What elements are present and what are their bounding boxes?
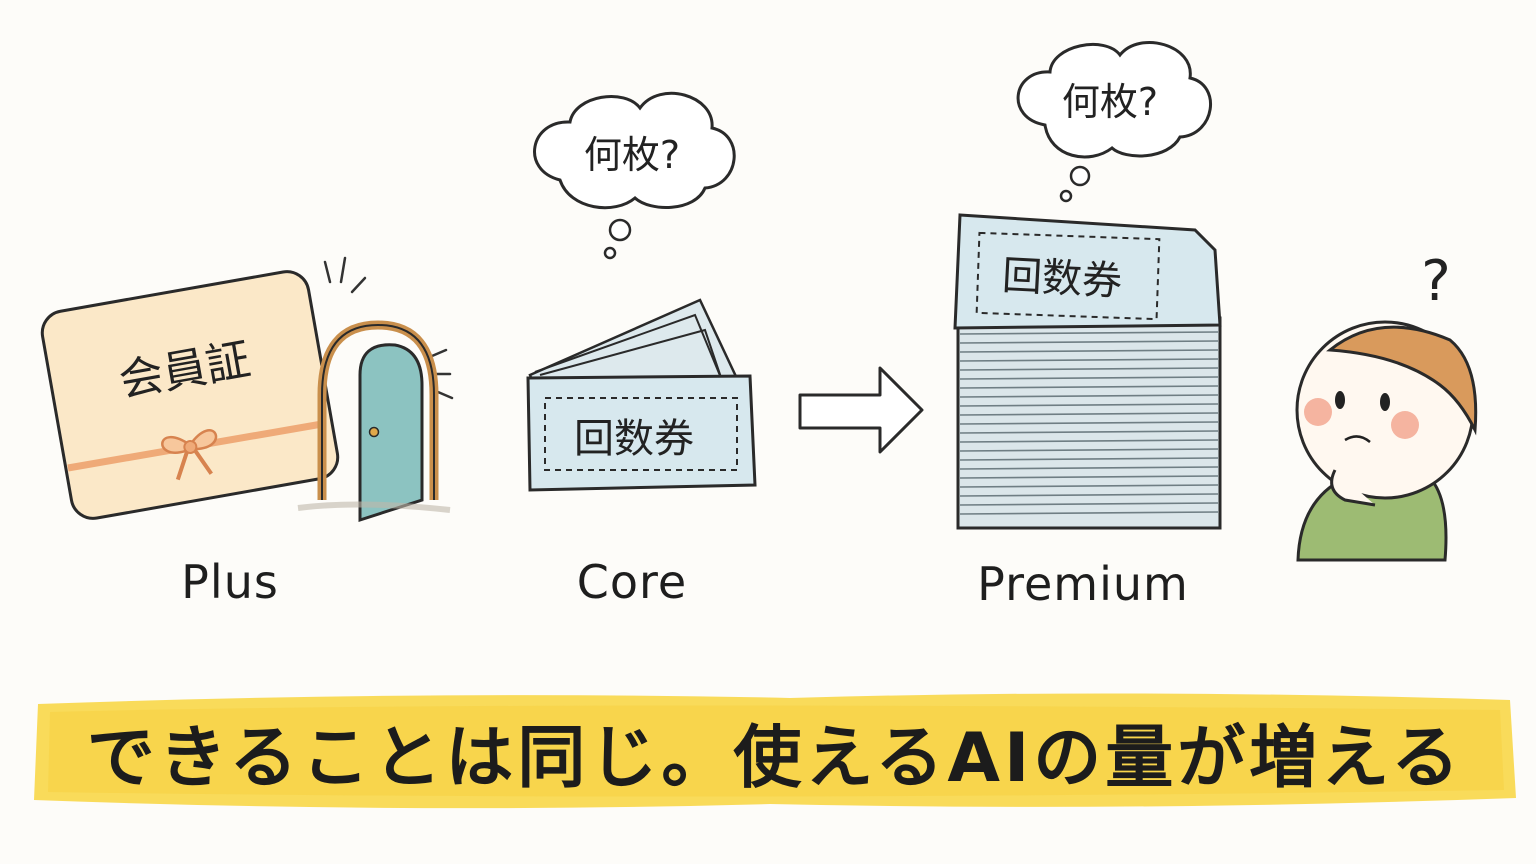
core-thought-text: 何枚? xyxy=(584,133,680,177)
bow-icon xyxy=(161,429,218,481)
ticket-sheet-edge xyxy=(959,403,1219,407)
core-ticket-booklet: 回数券 xyxy=(526,298,757,492)
premium-thought-text: 何枚? xyxy=(1062,80,1158,124)
premium-thought-bubble: 何枚? xyxy=(1016,41,1212,203)
plan-label-plus: Plus xyxy=(181,555,279,609)
premium-ticket-text: 回数券 xyxy=(1001,253,1123,305)
arrow-right-icon xyxy=(798,366,924,454)
ticket-sheet-edge xyxy=(959,385,1219,389)
door-icon xyxy=(297,320,451,523)
ticket-sheet-edge xyxy=(959,457,1219,461)
banner-text: できることは同じ。使えるAIの量が増える xyxy=(86,718,1464,798)
ticket-sheet-edge xyxy=(959,502,1219,506)
premium-ticket-stack: 回数券 xyxy=(953,213,1222,530)
ticket-sheet-edge xyxy=(959,358,1219,362)
ticket-sheet-edge xyxy=(959,376,1219,380)
thinking-person: ? xyxy=(1295,249,1478,562)
plan-label-core: Core xyxy=(576,555,688,609)
ticket-sheet-edge xyxy=(959,412,1219,416)
ticket-sheet-edge xyxy=(959,493,1219,497)
question-mark-icon: ? xyxy=(1421,249,1451,314)
ticket-sheet-edge xyxy=(959,331,1219,335)
ticket-sheet-edge xyxy=(959,439,1219,443)
ticket-sheet-edge xyxy=(959,349,1219,353)
ticket-sheet-edge xyxy=(959,421,1219,425)
ticket-sheet-edge xyxy=(959,484,1219,488)
ticket-sheet-edge xyxy=(959,430,1219,434)
ticket-sheet-edge xyxy=(959,448,1219,452)
core-ticket-text: 回数券 xyxy=(574,416,694,462)
membership-card: 会員証 xyxy=(40,270,340,520)
plan-label-premium: Premium xyxy=(977,557,1189,611)
ticket-sheet-edge xyxy=(959,340,1219,344)
ticket-sheet-edge xyxy=(959,475,1219,479)
ticket-sheet-edge xyxy=(959,466,1219,470)
ticket-sheet-edge xyxy=(959,511,1219,515)
core-thought-bubble: 何枚? xyxy=(533,91,736,260)
ticket-sheet-edge xyxy=(959,394,1219,398)
highlight-banner xyxy=(34,693,1516,809)
cheek-right xyxy=(1391,411,1419,439)
ticket-sheet-edge xyxy=(959,367,1219,371)
cheek-left xyxy=(1304,398,1332,426)
